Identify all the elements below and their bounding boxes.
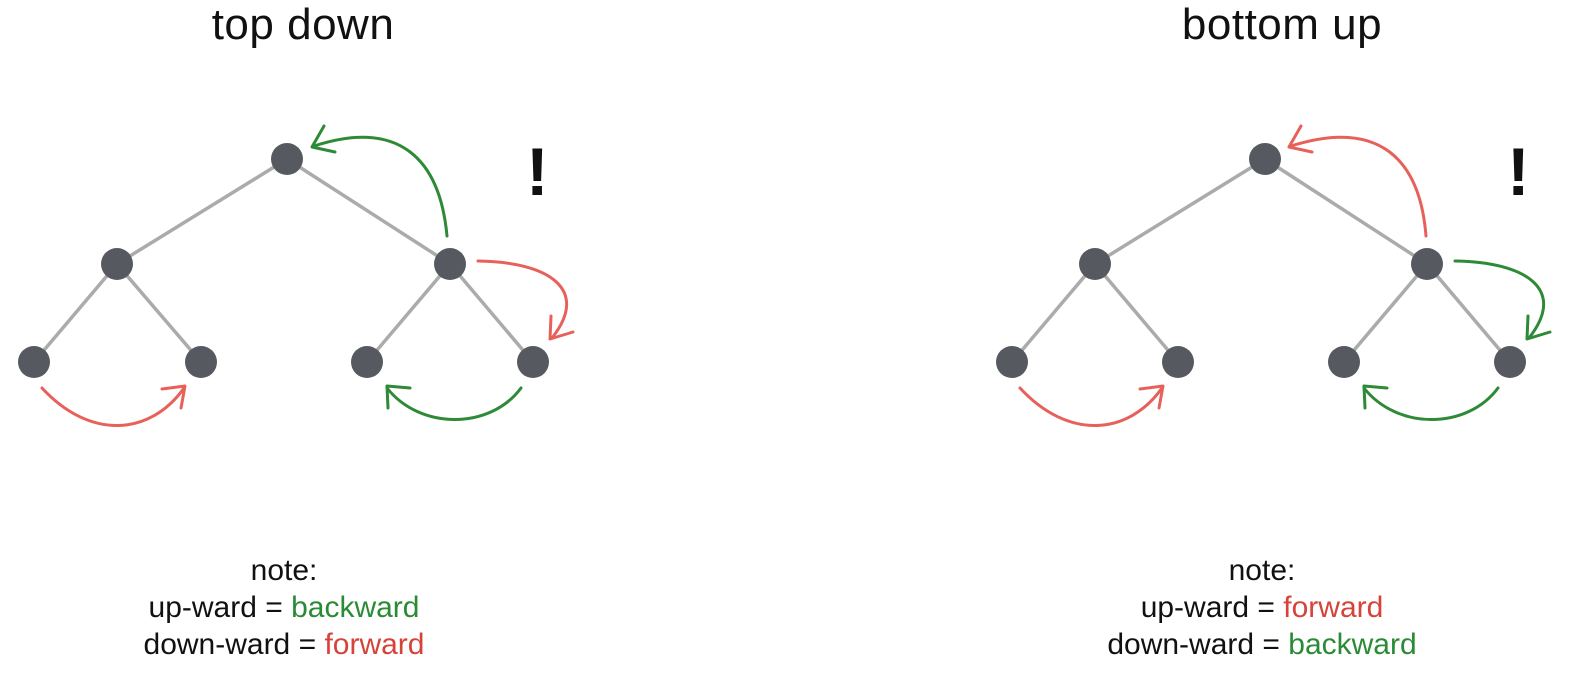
upward-arrow (310, 124, 449, 238)
edge-right-leaf4 (1425, 262, 1512, 364)
note-downward-label: down-ward = (1107, 628, 1289, 661)
edge-right-leaf4 (448, 262, 535, 364)
note-heading: note: (250, 554, 318, 587)
note-downward-value: backward (1288, 628, 1417, 661)
tree-nodes (996, 143, 1526, 378)
note-upward-value: backward (291, 591, 420, 624)
node-left (101, 248, 133, 280)
sibling-right-arrow (40, 384, 187, 427)
note-line-downward: down-ward = forward (144, 626, 425, 663)
node-leaf-1 (996, 346, 1028, 378)
note-upward-label: up-ward = (148, 591, 292, 624)
note-line-upward: up-ward = forward (1107, 589, 1416, 626)
downward-arrow (476, 259, 575, 341)
exclamation-mark: ! (526, 134, 549, 210)
node-leaf-3 (1328, 346, 1360, 378)
panel-top-down: top down (0, 0, 760, 676)
node-leaf-2 (1162, 346, 1194, 378)
note-heading: note: (1228, 554, 1296, 587)
panel-bottom-up: bottom up (980, 0, 1587, 676)
node-leaf-3 (351, 346, 383, 378)
tree-edges (1010, 157, 1512, 364)
note-downward-value: forward (324, 628, 425, 661)
node-left (1079, 248, 1111, 280)
node-leaf-4 (517, 346, 549, 378)
edge-left-leaf2 (115, 262, 203, 364)
node-leaf-2 (185, 346, 217, 378)
node-right (1411, 248, 1443, 280)
edge-left-leaf1 (1010, 262, 1097, 364)
edge-left-leaf1 (32, 262, 119, 364)
panel-title: bottom up (1181, 0, 1383, 49)
node-leaf-4 (1494, 346, 1526, 378)
exclamation-mark: ! (1507, 134, 1530, 210)
note-downward-label: down-ward = (143, 628, 325, 661)
edge-root-right (1263, 157, 1429, 266)
edge-root-right (285, 157, 452, 266)
tree-nodes (18, 143, 549, 378)
edge-right-leaf3 (1342, 262, 1429, 364)
edge-root-left (1093, 157, 1267, 266)
note-line-downward: down-ward = backward (1107, 626, 1416, 663)
sibling-left-arrow (385, 384, 523, 421)
edge-root-left (115, 157, 289, 266)
note-block: note: up-ward = backward down-ward = for… (144, 552, 425, 663)
node-root (271, 143, 303, 175)
panel-title: top down (211, 0, 395, 49)
edge-left-leaf2 (1093, 262, 1180, 364)
tree-diagram: ! (996, 124, 1552, 427)
upward-arrow (1287, 124, 1428, 238)
downward-arrow (1453, 259, 1552, 341)
tree-edges (32, 157, 535, 364)
node-leaf-1 (18, 346, 50, 378)
edge-right-leaf3 (365, 262, 452, 364)
sibling-left-arrow (1362, 384, 1500, 421)
note-upward-value: forward (1283, 591, 1384, 624)
tree-diagram: ! (18, 124, 575, 427)
note-block: note: up-ward = forward down-ward = back… (1107, 552, 1416, 663)
sibling-right-arrow (1018, 384, 1165, 427)
node-root (1249, 143, 1281, 175)
note-line-upward: up-ward = backward (144, 589, 425, 626)
note-upward-label: up-ward = (1140, 591, 1284, 624)
node-right (434, 248, 466, 280)
